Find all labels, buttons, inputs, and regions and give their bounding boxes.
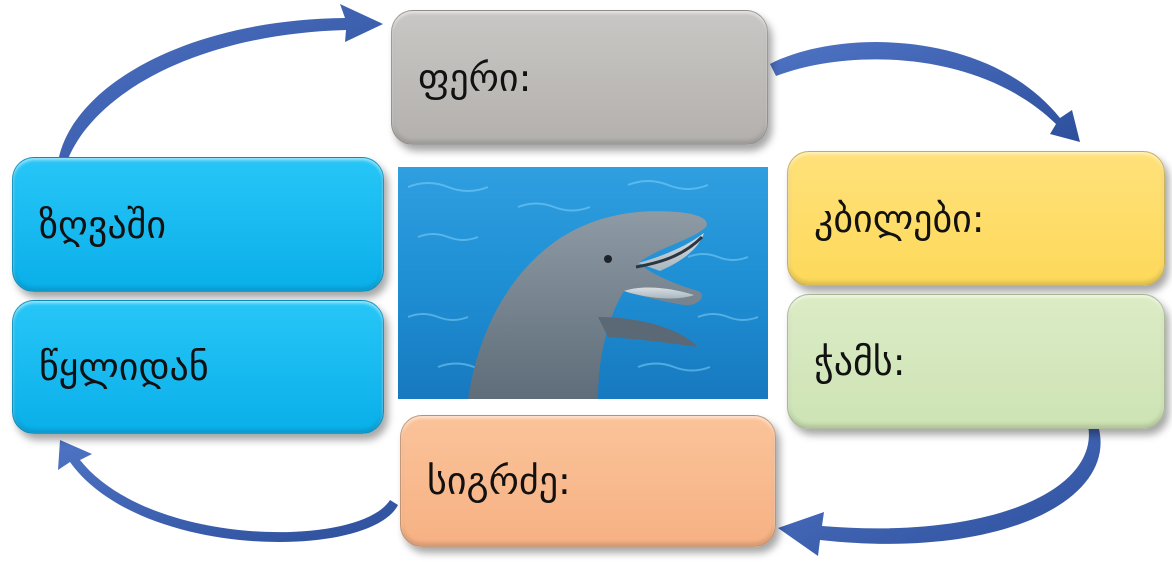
- arrow-left-to-top: [58, 4, 383, 164]
- teeth-label: კბილები:: [814, 196, 985, 241]
- teeth-box: კბილები:: [787, 151, 1165, 286]
- dolphin-photo: [398, 167, 768, 399]
- from-water-label: წყლიდან: [39, 345, 209, 389]
- color-label: ფერი:: [418, 55, 532, 100]
- length-box: სიგრძე:: [400, 415, 776, 547]
- from-water-box: წყლიდან: [12, 300, 384, 434]
- eats-label: ჭამს:: [814, 339, 906, 384]
- arrow-top-to-right: [770, 42, 1080, 143]
- arrow-bottom-to-left: [58, 440, 398, 543]
- in-sea-box: ზღვაში: [12, 157, 384, 292]
- eats-box: ჭამს:: [787, 294, 1165, 429]
- in-sea-label: ზღვაში: [39, 202, 167, 247]
- arrow-right-to-bottom: [778, 425, 1101, 556]
- color-box: ფერი:: [391, 10, 768, 145]
- length-label: სიგრძე:: [427, 459, 571, 503]
